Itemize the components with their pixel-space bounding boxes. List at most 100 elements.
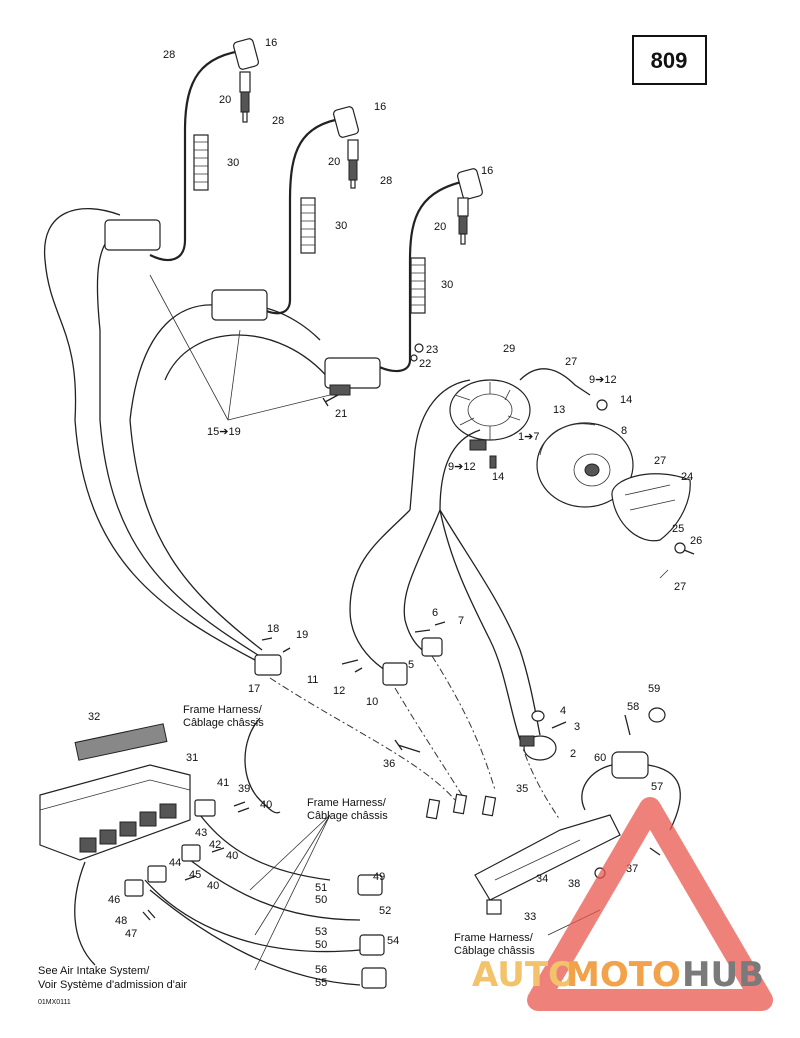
callout-40: 40 bbox=[260, 799, 272, 811]
callout-25: 25 bbox=[672, 523, 684, 535]
callout-49: 49 bbox=[373, 871, 385, 883]
callout-30: 30 bbox=[441, 279, 453, 291]
callout-59: 59 bbox=[648, 683, 660, 695]
callout-39: 39 bbox=[238, 783, 250, 795]
callout-36: 36 bbox=[383, 758, 395, 770]
note-frame-harness-line2: Câblage châssis bbox=[307, 810, 388, 822]
rewind-cup bbox=[611, 473, 691, 542]
callout-50: 50 bbox=[315, 894, 327, 906]
callout-23: 23 bbox=[426, 344, 438, 356]
callout-13: 13 bbox=[553, 404, 565, 416]
callout-14: 14 bbox=[620, 394, 632, 406]
callout-11: 11 bbox=[307, 674, 318, 686]
fuse-holder bbox=[581, 751, 681, 831]
spark-plugs bbox=[239, 71, 469, 245]
callout-56: 56 bbox=[315, 964, 327, 976]
callout-48: 48 bbox=[115, 915, 127, 927]
note-frame-harness-line2: Câblage châssis bbox=[454, 945, 535, 957]
note-frame-harness-line1: Frame Harness/ bbox=[454, 932, 534, 944]
regulator-parts bbox=[519, 710, 567, 761]
callout-57: 57 bbox=[651, 781, 663, 793]
high-tension-wires bbox=[44, 48, 471, 661]
callout-31: 31 bbox=[186, 752, 198, 764]
callout-40: 40 bbox=[207, 880, 219, 892]
callout-34: 34 bbox=[536, 873, 548, 885]
flywheel bbox=[536, 422, 634, 508]
callout-30: 30 bbox=[227, 157, 239, 169]
decal bbox=[74, 723, 168, 761]
callout-9-12: 9➔12 bbox=[448, 461, 476, 473]
callout-32: 32 bbox=[88, 711, 100, 723]
spark-plug-caps bbox=[233, 38, 483, 200]
callout-27: 27 bbox=[654, 455, 666, 467]
callout-28: 28 bbox=[163, 49, 175, 61]
callout-18: 18 bbox=[267, 623, 279, 635]
callout-5: 5 bbox=[408, 659, 414, 671]
callout-22: 22 bbox=[419, 358, 431, 370]
callout-20: 20 bbox=[434, 221, 446, 233]
stator-assembly bbox=[449, 379, 531, 451]
watermark-hub: HUB bbox=[682, 955, 764, 995]
callout-58: 58 bbox=[627, 701, 639, 713]
callout-35: 35 bbox=[516, 783, 528, 795]
page-number: 809 bbox=[651, 48, 688, 73]
callout-28: 28 bbox=[380, 175, 392, 187]
callout-4: 4 bbox=[560, 705, 566, 717]
callout-47: 47 bbox=[125, 928, 137, 940]
callout-51: 51 bbox=[315, 882, 327, 894]
callout-27: 27 bbox=[565, 356, 577, 368]
callout-44: 44 bbox=[169, 857, 181, 869]
callout-15-19: 15➔19 bbox=[207, 426, 241, 438]
callout-29: 29 bbox=[503, 343, 515, 355]
callout-28: 28 bbox=[272, 115, 284, 127]
ignition-coils bbox=[104, 219, 381, 396]
callout-54: 54 bbox=[387, 935, 399, 947]
callout-40: 40 bbox=[226, 850, 238, 862]
callout-53: 53 bbox=[315, 926, 327, 938]
callout-14: 14 bbox=[492, 471, 504, 483]
callout-52: 52 bbox=[379, 905, 391, 917]
callout-26: 26 bbox=[690, 535, 702, 547]
callout-9-12: 9➔12 bbox=[589, 374, 617, 386]
callout-19: 19 bbox=[296, 629, 308, 641]
callout-8: 8 bbox=[621, 425, 627, 437]
callout-37: 37 bbox=[626, 863, 638, 875]
callout-7: 7 bbox=[458, 615, 464, 627]
callout-43: 43 bbox=[195, 827, 207, 839]
callout-38: 38 bbox=[568, 878, 580, 890]
electrical-box bbox=[39, 764, 191, 861]
callout-12: 12 bbox=[333, 685, 345, 697]
callout-17: 17 bbox=[248, 683, 260, 695]
callout-16: 16 bbox=[481, 165, 493, 177]
callout-42: 42 bbox=[209, 839, 221, 851]
callout-41: 41 bbox=[217, 777, 229, 789]
callout-46: 46 bbox=[108, 894, 120, 906]
callout-6: 6 bbox=[432, 607, 438, 619]
callout-20: 20 bbox=[219, 94, 231, 106]
note-frame-harness-line2: Câblage châssis bbox=[183, 717, 264, 729]
page-number-box bbox=[632, 35, 707, 85]
callout-33: 33 bbox=[524, 911, 536, 923]
callout-60: 60 bbox=[594, 752, 606, 764]
note-air-intake-line2: Voir Système d'admission d'air bbox=[38, 979, 187, 991]
figure-code: 01MX0111 bbox=[38, 999, 71, 1006]
note-frame-harness-line1: Frame Harness/ bbox=[307, 797, 387, 809]
callout-50: 50 bbox=[315, 939, 327, 951]
watermark-auto: AUTO bbox=[472, 955, 577, 995]
callout-1-7: 1➔7 bbox=[518, 431, 539, 443]
callout-16: 16 bbox=[374, 101, 386, 113]
callout-55: 55 bbox=[315, 977, 327, 989]
connectors-middle bbox=[254, 621, 446, 686]
note-air-intake-line1: See Air Intake System/ bbox=[38, 965, 150, 977]
watermark: AUTO MOTO HUB bbox=[472, 797, 773, 1011]
callout-24: 24 bbox=[681, 471, 693, 483]
callout-21: 21 bbox=[335, 408, 347, 420]
callout-27: 27 bbox=[674, 581, 686, 593]
callout-16: 16 bbox=[265, 37, 277, 49]
watermark-triangle bbox=[527, 797, 773, 1011]
callout-10: 10 bbox=[366, 696, 378, 708]
callout-30: 30 bbox=[335, 220, 347, 232]
protective-sleeves bbox=[193, 134, 426, 314]
callout-3: 3 bbox=[574, 721, 580, 733]
